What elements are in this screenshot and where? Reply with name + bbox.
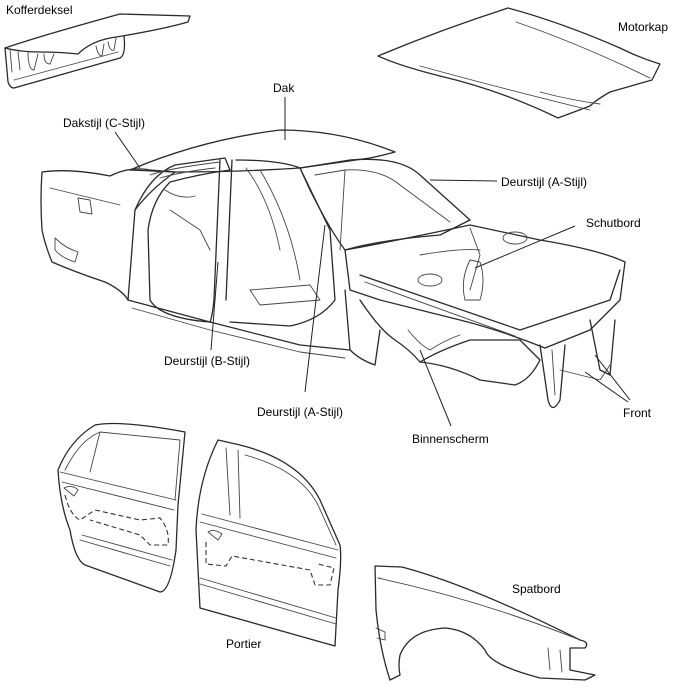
label-binnenscherm: Binnenscherm [412, 432, 489, 446]
label-deurstijl-a-bottom: Deurstijl (A-Stijl) [257, 405, 344, 419]
leader-deurstijl-a-bottom [304, 224, 326, 393]
label-portier: Portier [226, 637, 262, 651]
leader-dakstijl-c [114, 131, 141, 169]
front-door-drawing [195, 439, 342, 647]
label-dak: Dak [273, 81, 295, 95]
hood-drawing [377, 7, 661, 119]
label-deurstijl-a-top: Deurstijl (A-Stijl) [501, 175, 588, 189]
leader-schutbord [474, 225, 576, 269]
leader-binnenscherm [419, 349, 452, 427]
fender-drawing [374, 565, 596, 681]
leader-front-2 [584, 371, 629, 403]
label-motorkap: Motorkap [618, 20, 669, 34]
label-schutbord: Schutbord [586, 216, 641, 230]
trunk-lid-drawing [4, 13, 191, 89]
leader-deurstijl-a-top [429, 179, 498, 182]
leader-lines [114, 97, 631, 427]
leader-front-1 [594, 354, 631, 401]
label-front: Front [623, 406, 652, 420]
label-dakstijl-c: Dakstijl (C-Stijl) [63, 116, 145, 130]
rear-door-drawing [57, 422, 186, 593]
body-shell-drawing [40, 129, 626, 409]
leader-deurstijl-b [210, 261, 219, 351]
label-kofferdeksel: Kofferdeksel [6, 3, 73, 17]
label-spatbord: Spatbord [512, 582, 561, 596]
label-deurstijl-b: Deurstijl (B-Stijl) [164, 354, 251, 368]
